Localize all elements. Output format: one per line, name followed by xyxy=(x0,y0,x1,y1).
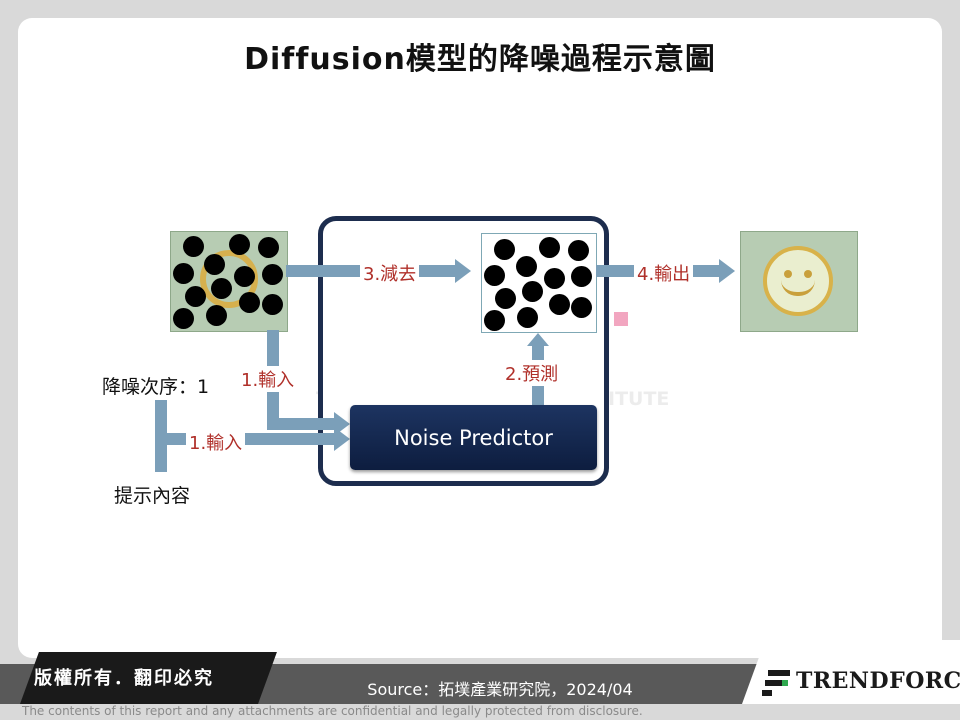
noise-dot xyxy=(234,266,255,287)
smiley-eye xyxy=(784,270,792,278)
denoise-step-text: 降噪次序：1 xyxy=(99,372,213,399)
subtract-label: 3.減去 xyxy=(360,260,420,286)
prompt-arrow-head-icon xyxy=(334,427,350,451)
noise-dot xyxy=(484,265,505,286)
noise-dot xyxy=(495,288,516,309)
noise-dot xyxy=(494,239,515,260)
disclaimer-text: The contents of this report and any atta… xyxy=(22,704,643,718)
diagram-title: Diffusion模型的降噪過程示意圖 xyxy=(244,42,716,77)
predict-label: 2.預測 xyxy=(502,360,562,386)
input-arrow-horizontal xyxy=(267,418,335,430)
noise-dot xyxy=(571,297,592,318)
noise-dot xyxy=(204,254,225,275)
noise-dot xyxy=(522,281,543,302)
denoised-image xyxy=(740,231,858,332)
source-text: Source：拓墣產業研究院，2024/04 xyxy=(367,680,633,699)
smiley-eye xyxy=(804,270,812,278)
noise-dot xyxy=(516,256,537,277)
noise-dot xyxy=(229,234,250,255)
noise-dot xyxy=(185,286,206,307)
noise-dot xyxy=(239,292,260,313)
noise-dot xyxy=(173,263,194,284)
noise-dot xyxy=(258,237,279,258)
hidden-smile-ring xyxy=(200,250,258,308)
decorative-square xyxy=(614,312,628,326)
output-label: 4.輸出 xyxy=(634,260,694,286)
noise-dot xyxy=(544,268,565,289)
smiley-mouth xyxy=(781,280,815,296)
noise-dot xyxy=(549,294,570,315)
noise-dot xyxy=(539,237,560,258)
input-prompt-label: 1.輸入 xyxy=(186,429,246,455)
noise-dot xyxy=(173,308,194,329)
trendforce-logo-icon xyxy=(762,670,790,696)
noise-dot xyxy=(517,307,538,328)
smiley-face-icon xyxy=(763,246,833,316)
noise-dot xyxy=(568,240,589,261)
noise-dot xyxy=(211,278,232,299)
noise-dot xyxy=(262,294,283,315)
input-step-label: 1.輸入 xyxy=(238,366,298,392)
predicted-noise-image xyxy=(481,233,597,333)
prompt-text: 提示內容 xyxy=(111,481,194,508)
copyright-text: 版權所有．翻印必究 xyxy=(34,668,214,689)
noise-dot xyxy=(571,266,592,287)
trendforce-logo-text: TRENDFORCE xyxy=(796,668,960,694)
noise-dot xyxy=(183,236,204,257)
noisy-image xyxy=(170,231,288,332)
noise-dot xyxy=(484,310,505,331)
predict-arrow-head-icon xyxy=(527,333,549,346)
subtract-arrow-head-icon xyxy=(455,259,471,283)
noise-predictor-box: Noise Predictor xyxy=(350,405,597,470)
output-arrow-head-icon xyxy=(719,259,735,283)
noise-dot xyxy=(206,305,227,326)
noise-dot xyxy=(262,264,283,285)
